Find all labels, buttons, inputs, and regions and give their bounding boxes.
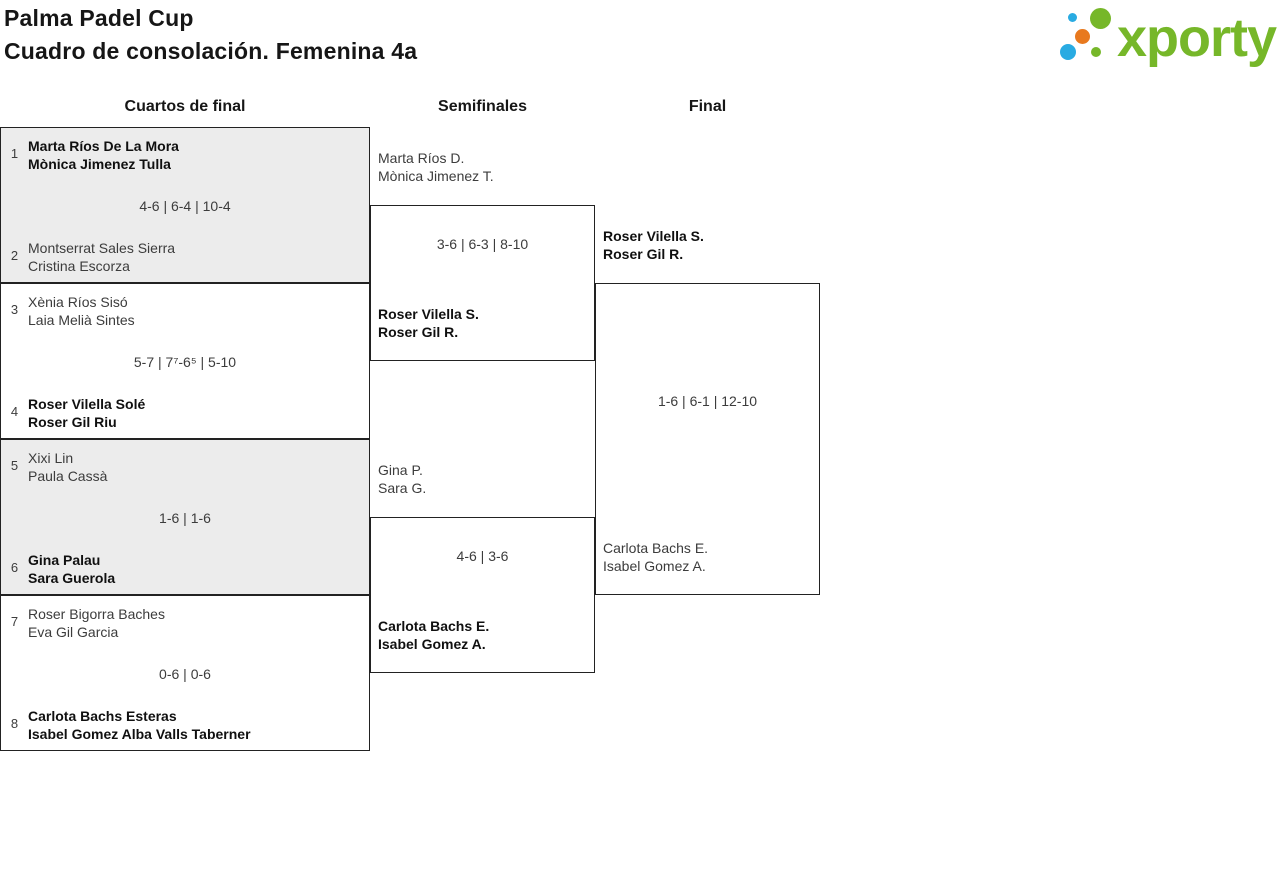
- player-name: Carlota Bachs Esteras: [28, 708, 177, 724]
- player-name: Laia Melià Sintes: [28, 312, 135, 328]
- seed-number: 4: [10, 404, 19, 419]
- team-entry: Roser Bigorra Baches Eva Gil Garcia: [28, 605, 165, 641]
- match-final: Roser Vilella S. Roser Gil R. 1-6 | 6-1 …: [595, 228, 820, 595]
- player-name: Marta Ríos D.: [378, 150, 465, 166]
- match-score: 4-6 | 3-6: [456, 548, 509, 564]
- player-name: Roser Gil R.: [603, 246, 684, 262]
- team-entry: Carlota Bachs Esteras Isabel Gomez Alba …: [28, 707, 251, 743]
- round-header-semifinals: Semifinales: [438, 98, 527, 115]
- player-name: Cristina Escorza: [28, 258, 130, 274]
- tournament-title: Palma Padel Cup: [4, 5, 194, 31]
- team-entry: Montserrat Sales Sierra Cristina Escorza: [28, 239, 175, 275]
- player-name: Sara Guerola: [28, 570, 116, 586]
- logo-dot-blue-small: [1067, 13, 1077, 22]
- team-entry: Carlota Bachs E. Isabel Gomez A.: [378, 617, 489, 653]
- team-entry: Gina Palau Sara Guerola: [28, 551, 115, 587]
- player-name: Roser Gil R.: [378, 324, 459, 340]
- player-name: Xènia Ríos Sisó: [28, 294, 128, 310]
- player-name: Carlota Bachs E.: [603, 540, 709, 556]
- seed-number: 3: [10, 302, 19, 317]
- team-entry: Roser Vilella S. Roser Gil R.: [603, 227, 704, 263]
- player-name: Montserrat Sales Sierra: [28, 240, 176, 256]
- match-score: 1-6 | 1-6: [159, 510, 211, 526]
- match-score: 1-6 | 6-1 | 12-10: [657, 393, 758, 409]
- team-entry: Roser Vilella S. Roser Gil R.: [378, 305, 479, 341]
- team-entry: Carlota Bachs E. Isabel Gomez A.: [603, 539, 708, 575]
- player-name: Marta Ríos De La Mora: [28, 138, 179, 154]
- logo-dot-green-small: [1090, 47, 1101, 57]
- player-name: Roser Bigorra Baches: [28, 606, 165, 622]
- seed-number: 2: [10, 248, 19, 263]
- match-semifinal-2: Gina P. Sara G. 4-6 | 3-6 Carlota Bachs …: [370, 462, 595, 673]
- player-name: Xixi Lin: [28, 450, 74, 466]
- player-name: Gina Palau: [28, 552, 101, 568]
- team-entry: Gina P. Sara G.: [378, 461, 426, 497]
- player-name: Roser Gil Riu: [28, 414, 117, 430]
- xporty-logo[interactable]: xporty: [1053, 0, 1277, 68]
- seed-number: 8: [10, 716, 19, 731]
- player-name: Mònica Jimenez Tulla: [28, 156, 171, 172]
- round-header-quarterfinals: Cuartos de final: [124, 98, 246, 115]
- xporty-logo-dots-icon: [1053, 0, 1117, 68]
- round-header-final: Final: [688, 98, 727, 115]
- player-name: Gina P.: [378, 462, 423, 478]
- team-entry: Xènia Ríos Sisó Laia Melià Sintes: [28, 293, 135, 329]
- logo-dot-orange: [1074, 29, 1090, 44]
- xporty-logo-text: xporty: [1116, 8, 1277, 68]
- player-name: Isabel Gomez A.: [378, 636, 486, 652]
- logo-dot-blue-big: [1059, 44, 1076, 60]
- player-name: Eva Gil Garcia: [28, 624, 119, 640]
- team-entry: Marta Ríos D. Mònica Jimenez T.: [378, 149, 494, 185]
- match-quarterfinal-4: 7 Roser Bigorra Baches Eva Gil Garcia 0-…: [0, 595, 370, 751]
- team-entry: Roser Vilella Solé Roser Gil Riu: [28, 395, 145, 431]
- header: Palma Padel Cup Cuadro de consolación. F…: [4, 2, 417, 68]
- seed-number: 7: [10, 614, 19, 629]
- seed-number: 1: [10, 146, 19, 161]
- player-name: Isabel Gomez Alba Valls Taberner: [28, 726, 251, 742]
- player-name: Carlota Bachs E.: [378, 618, 490, 634]
- player-name: Roser Vilella S.: [378, 306, 479, 322]
- match-quarterfinal-1: 1 Marta Ríos De La Mora Mònica Jimenez T…: [0, 127, 370, 283]
- player-name: Roser Vilella Solé: [28, 396, 146, 412]
- match-score: 4-6 | 6-4 | 10-4: [139, 198, 231, 214]
- match-semifinal-1: Marta Ríos D. Mònica Jimenez T. 3-6 | 6-…: [370, 150, 595, 361]
- player-name: Sara G.: [378, 480, 427, 496]
- player-name: Paula Cassà: [28, 468, 108, 484]
- seed-number: 5: [10, 458, 19, 473]
- team-entry: Marta Ríos De La Mora Mònica Jimenez Tul…: [28, 137, 179, 173]
- match-score: 3-6 | 6-3 | 8-10: [436, 236, 529, 252]
- logo-dot-green-big: [1089, 8, 1111, 29]
- bracket-subtitle: Cuadro de consolación. Femenina 4a: [4, 38, 418, 64]
- match-quarterfinal-3: 5 Xixi Lin Paula Cassà 1-6 | 1-6 6 Gina …: [0, 439, 370, 595]
- match-score: 0-6 | 0-6: [159, 666, 211, 682]
- team-entry: Xixi Lin Paula Cassà: [28, 449, 107, 485]
- player-name: Isabel Gomez A.: [603, 558, 706, 574]
- player-name: Roser Vilella S.: [603, 228, 704, 244]
- player-name: Mònica Jimenez T.: [378, 168, 494, 184]
- match-score: 5-7 | 7⁷-6⁵ | 5-10: [133, 354, 237, 370]
- seed-number: 6: [10, 560, 19, 575]
- match-quarterfinal-2: 3 Xènia Ríos Sisó Laia Melià Sintes 5-7 …: [0, 283, 370, 439]
